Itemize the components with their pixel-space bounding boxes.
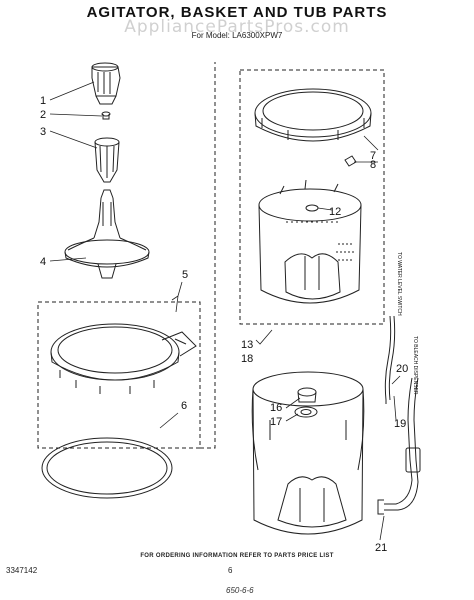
callout-6: 6: [181, 400, 187, 412]
part-outer-tub: [251, 371, 365, 535]
part-tub-ring: [50, 323, 197, 394]
part-hub-seal: [294, 387, 318, 418]
callout-19: 19: [394, 418, 406, 430]
ordering-note: FOR ORDERING INFORMATION REFER TO PARTS …: [140, 553, 334, 559]
water-level-switch-label: TO WATER LEVEL SWITCH: [396, 252, 402, 316]
part-basket: [258, 179, 362, 304]
part-agitator-barrel: [94, 137, 120, 183]
part-bolt: [101, 111, 111, 120]
callout-1: 1: [40, 95, 46, 107]
callout-2: 2: [40, 109, 46, 121]
part-clip: [344, 155, 357, 167]
part-agitator-cap: [91, 62, 121, 105]
callout-21: 21: [375, 542, 387, 554]
callout-labels: 1 2 3 4 5 6 7 8 12 13 18 16 17 20 19 21: [40, 95, 408, 554]
callout-13: 13: [241, 339, 253, 351]
revision-code: 650-6-6: [226, 586, 254, 595]
callout-20: 20: [396, 363, 408, 375]
diagram-title: AGITATOR, BASKET AND TUB PARTS: [86, 4, 388, 21]
bleach-dispenser-label: TO BLEACH DISPENSER: [412, 336, 418, 395]
document-number: 3347142: [6, 566, 38, 575]
callout-16: 16: [270, 402, 282, 414]
page-number: 6: [228, 566, 233, 575]
callout-3: 3: [40, 126, 46, 138]
basket-group-box: [239, 69, 385, 325]
callout-5: 5: [182, 269, 188, 281]
part-tub-gasket: [41, 437, 173, 499]
callout-17: 17: [270, 416, 282, 428]
part-agitator-base: [64, 189, 150, 279]
callout-4: 4: [40, 256, 46, 268]
part-hoses: [377, 315, 421, 515]
callout-7: 7: [370, 150, 376, 162]
callout-leaders: [49, 81, 401, 541]
part-balance-ring: [254, 88, 372, 142]
tub-ring-group-box: [37, 62, 216, 449]
callout-8: 8: [370, 159, 376, 171]
callout-12: 12: [329, 206, 341, 218]
watermark: AppliancePartsPros.com: [124, 17, 350, 37]
callout-18: 18: [241, 353, 253, 365]
model-subtitle: For Model: LA6300XPW7: [191, 31, 283, 40]
